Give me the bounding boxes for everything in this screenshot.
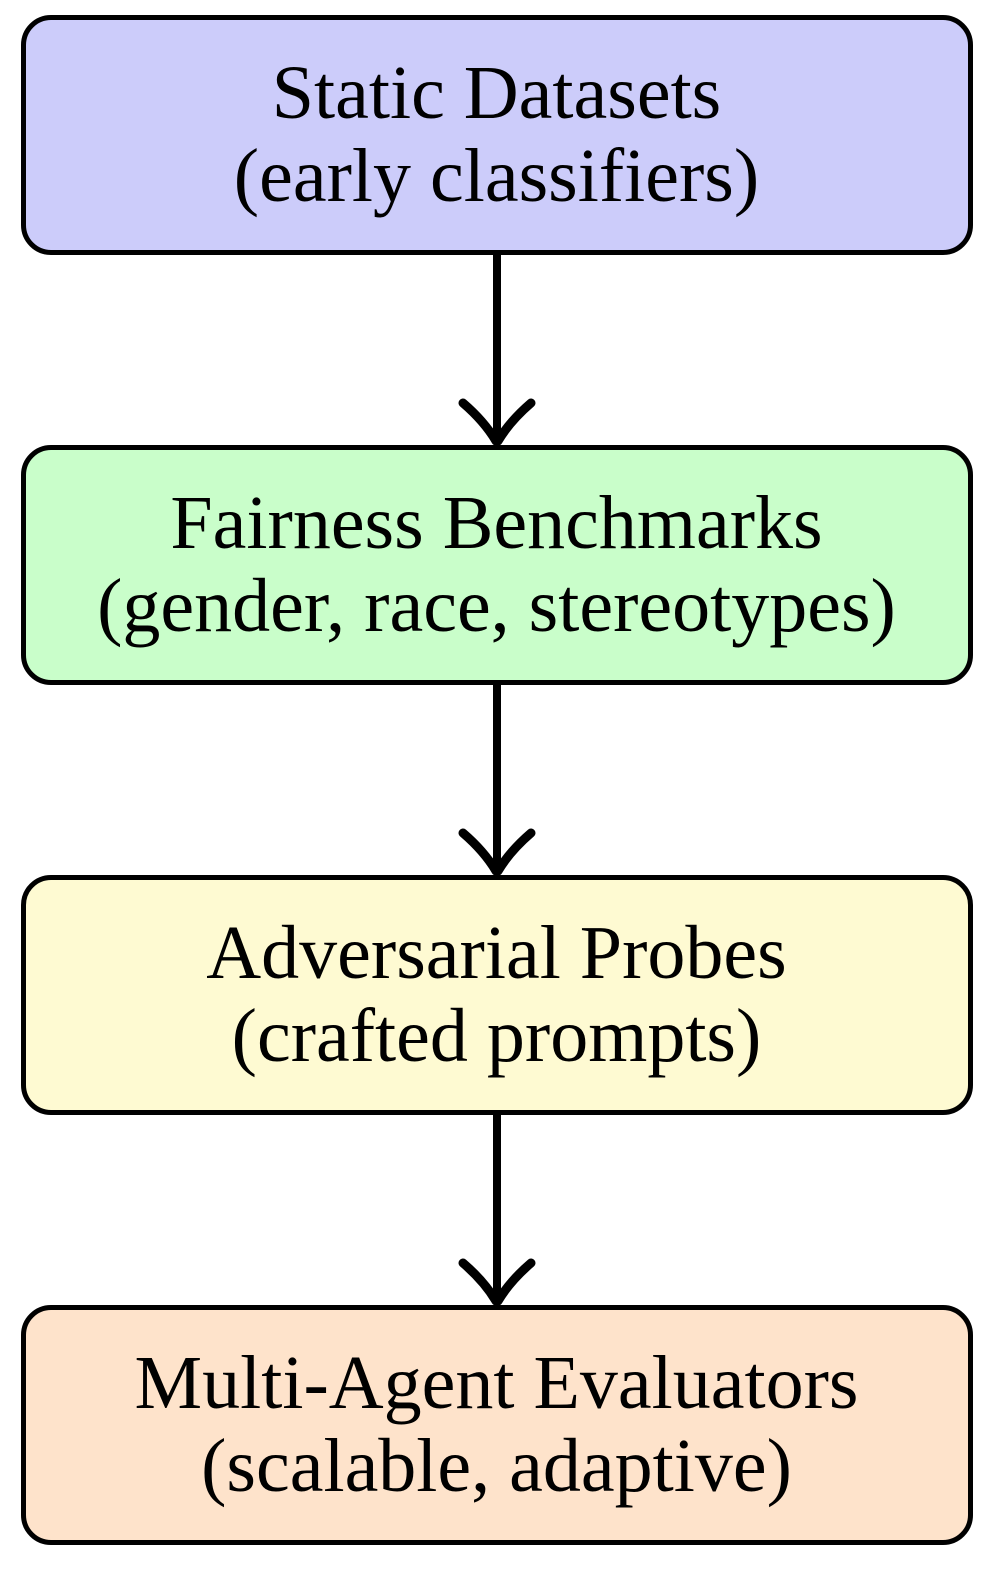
arrow-down-icon: [458, 685, 535, 875]
node-title: Fairness Benchmarks: [170, 481, 823, 566]
node-title: Adversarial Probes: [206, 911, 787, 996]
node-title: Multi-Agent Evaluators: [134, 1341, 859, 1426]
arrow-down-icon: [458, 1115, 535, 1305]
node-subtitle: (gender, race, stereotypes): [97, 564, 896, 648]
arrow-down-icon: [458, 255, 535, 445]
node-subtitle: (scalable, adaptive): [201, 1424, 792, 1508]
node-subtitle: (crafted prompts): [231, 994, 762, 1078]
node-adversarial-probes: Adversarial Probes (crafted prompts): [20, 875, 973, 1115]
node-multi-agent-evaluators: Multi-Agent Evaluators (scalable, adapti…: [20, 1305, 973, 1545]
node-static-datasets: Static Datasets (early classifiers): [20, 15, 973, 255]
node-fairness-benchmarks: Fairness Benchmarks (gender, race, stere…: [20, 445, 973, 685]
node-subtitle: (early classifiers): [233, 134, 760, 218]
node-title: Static Datasets: [271, 51, 722, 136]
